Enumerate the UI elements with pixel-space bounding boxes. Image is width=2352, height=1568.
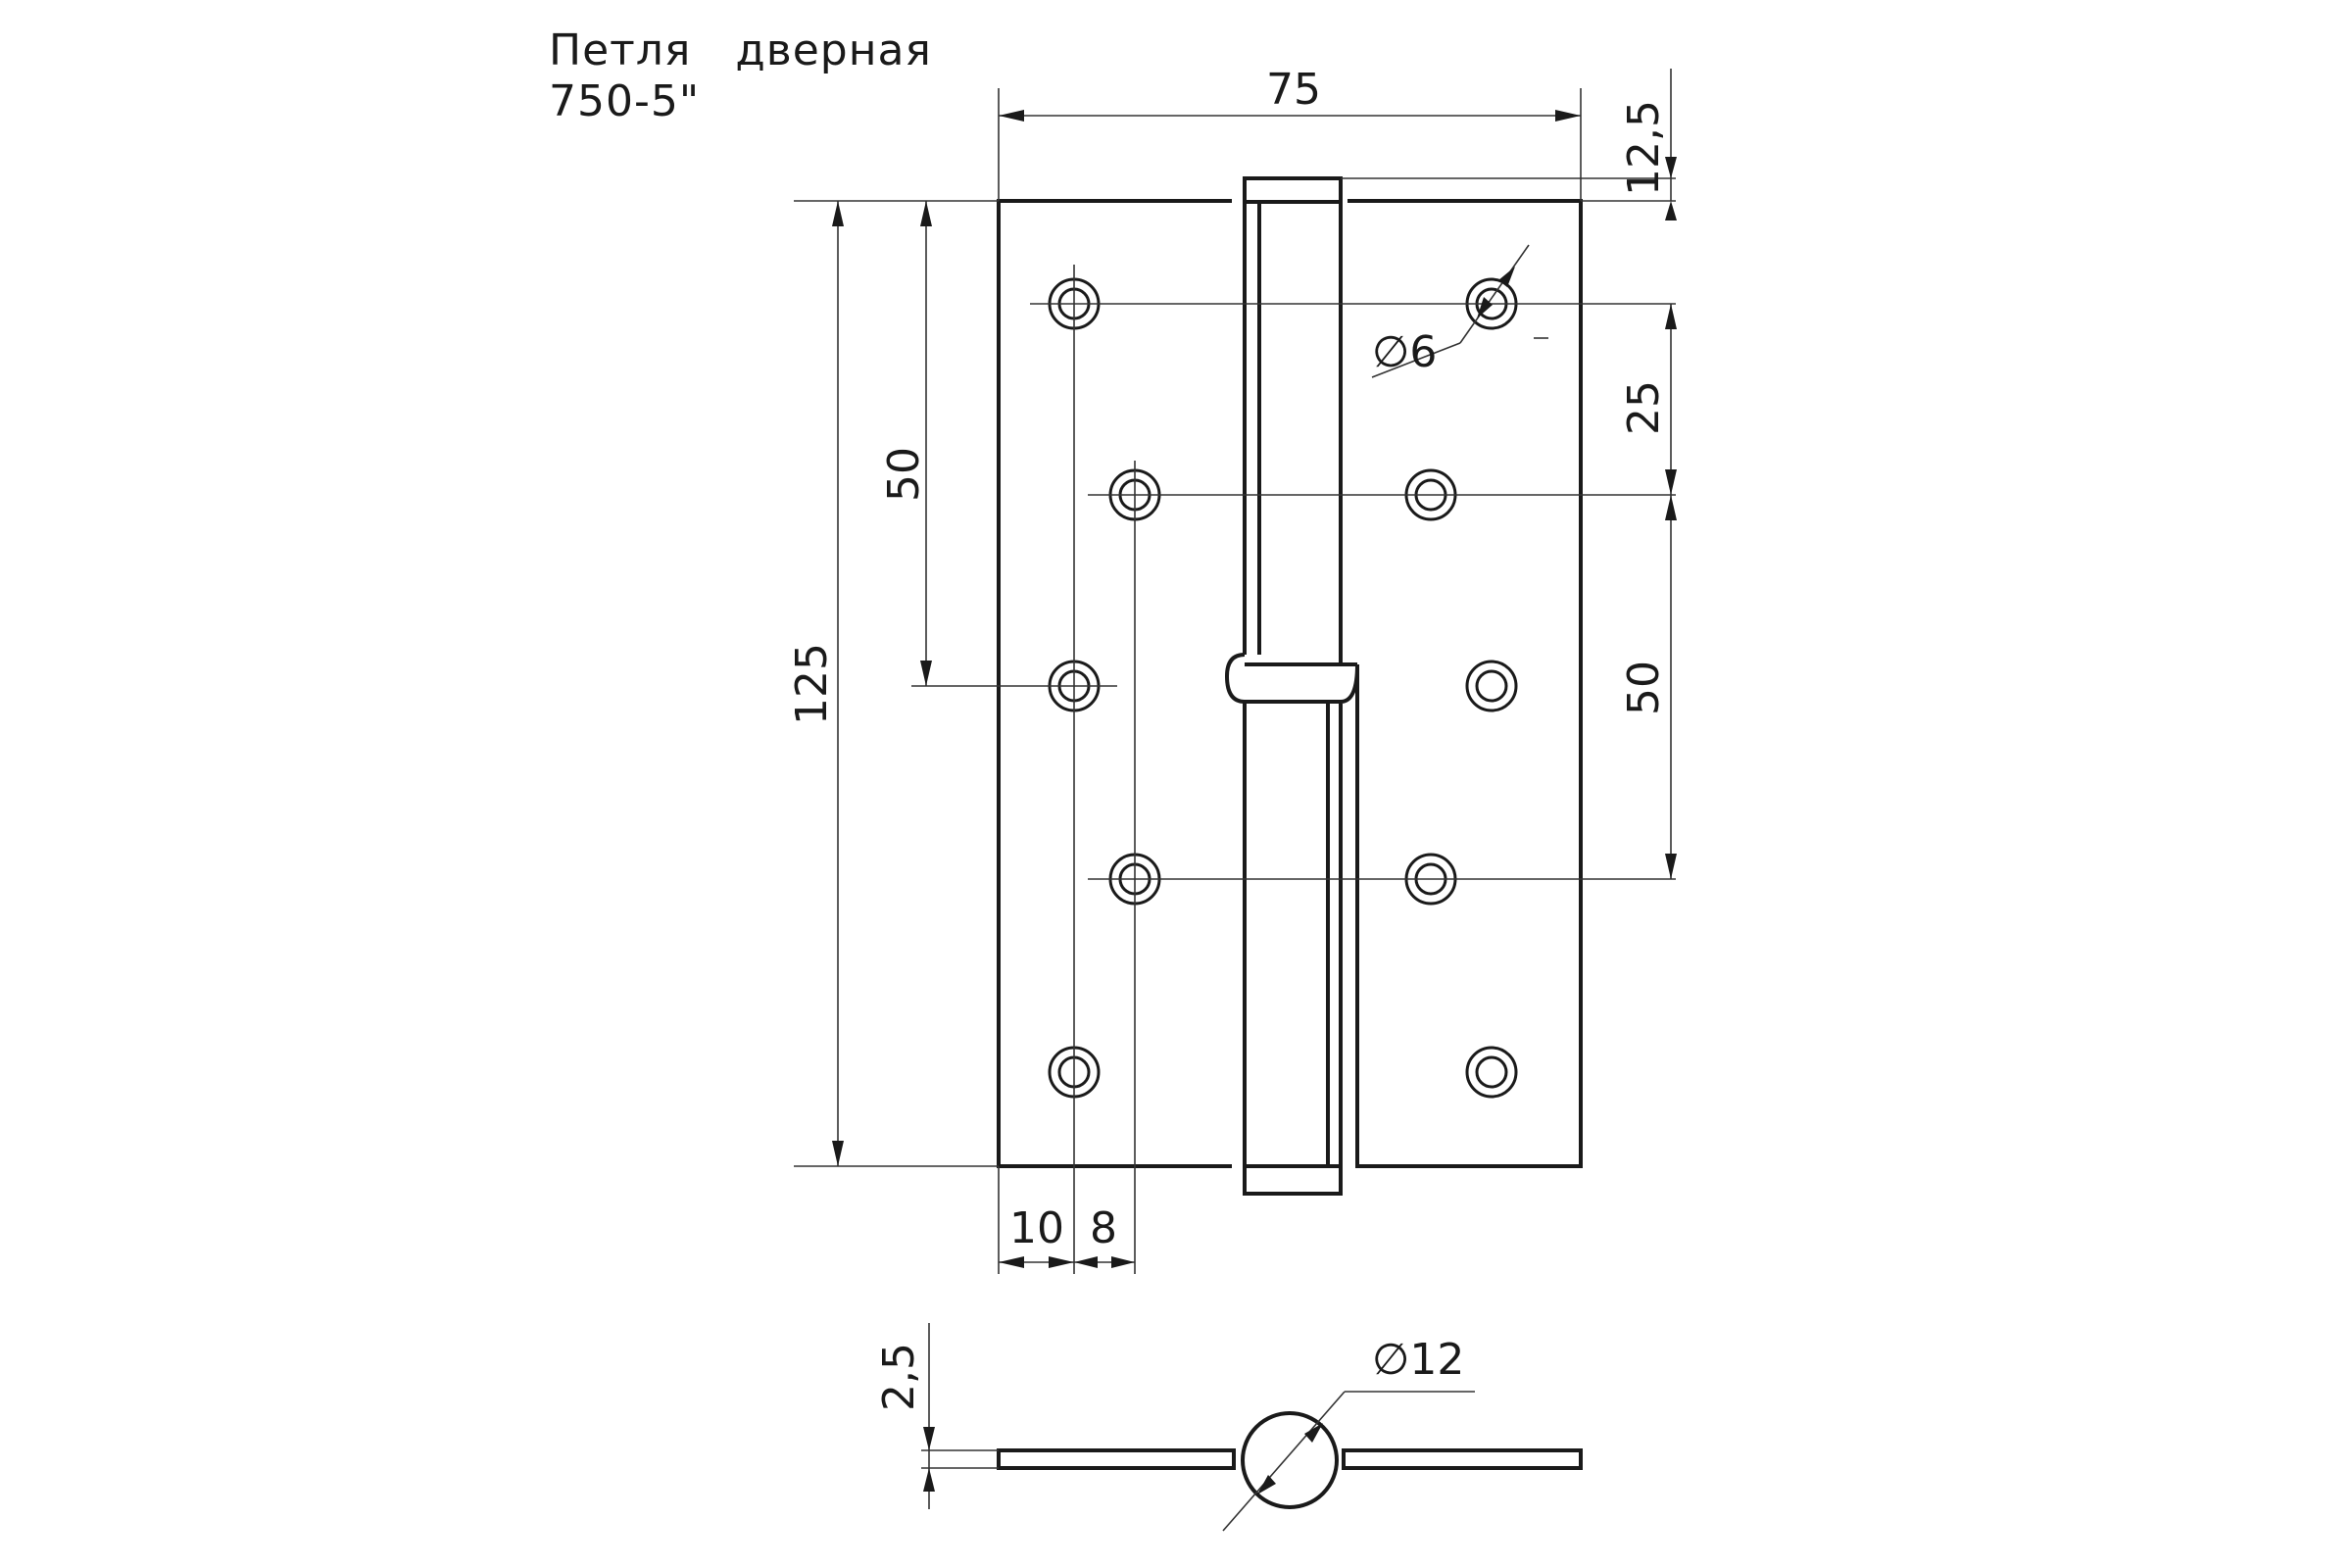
upper-knuckle <box>1243 202 1343 666</box>
dim-hole-spacing-right-top-label: 25 <box>1619 380 1669 435</box>
side-view: ∅12 <box>997 1335 1583 1532</box>
drawing-title: Петля дверная <box>549 25 932 75</box>
hole-right-3 <box>1465 660 1518 712</box>
dim-width: 75 <box>999 65 1581 122</box>
dim-edge-offset-label: 10 <box>1009 1203 1064 1253</box>
dim-hole-spacing-right-label: 50 <box>1619 661 1669 715</box>
hole-right-5 <box>1465 1046 1518 1099</box>
dim-hole-spacing-right: 50 <box>1619 495 1677 879</box>
dim-pin-offset-label: 12,5 <box>1619 100 1669 196</box>
pin-bottom-cap <box>1243 1164 1343 1196</box>
dim-hole-offset-label: 8 <box>1090 1203 1117 1253</box>
dim-total-height: 125 <box>787 201 844 1166</box>
dim-edge-offsets: 10 8 <box>999 1203 1135 1268</box>
dim-hole-spacing-left: 50 <box>879 201 932 686</box>
pin-top-cap <box>1243 176 1343 204</box>
dim-hole-diameter-label: ∅6 <box>1372 327 1437 377</box>
extension-lines <box>794 88 1676 1274</box>
holes <box>1048 277 1518 1099</box>
dim-hole-diameter: ∅6 <box>1371 244 1530 378</box>
dim-hole-spacing-right-top: 25 <box>1619 304 1677 495</box>
dim-width-label: 75 <box>1266 65 1321 115</box>
lower-knuckle <box>1243 663 1359 1166</box>
drawing-model: 750-5" <box>549 76 701 126</box>
dim-knuckle-diameter-label: ∅12 <box>1372 1335 1464 1385</box>
upper-knuckle-joint <box>1224 653 1341 704</box>
dim-thickness-label: 2,5 <box>874 1343 924 1411</box>
right-leaf-outline <box>1348 199 1583 1168</box>
dim-pin-offset: 12,5 <box>1619 69 1677 220</box>
left-leaf-outline <box>997 199 1232 1168</box>
dim-thickness: 2,5 <box>874 1323 999 1509</box>
dim-hole-spacing-left-label: 50 <box>879 447 929 502</box>
dim-total-height-label: 125 <box>787 643 837 725</box>
